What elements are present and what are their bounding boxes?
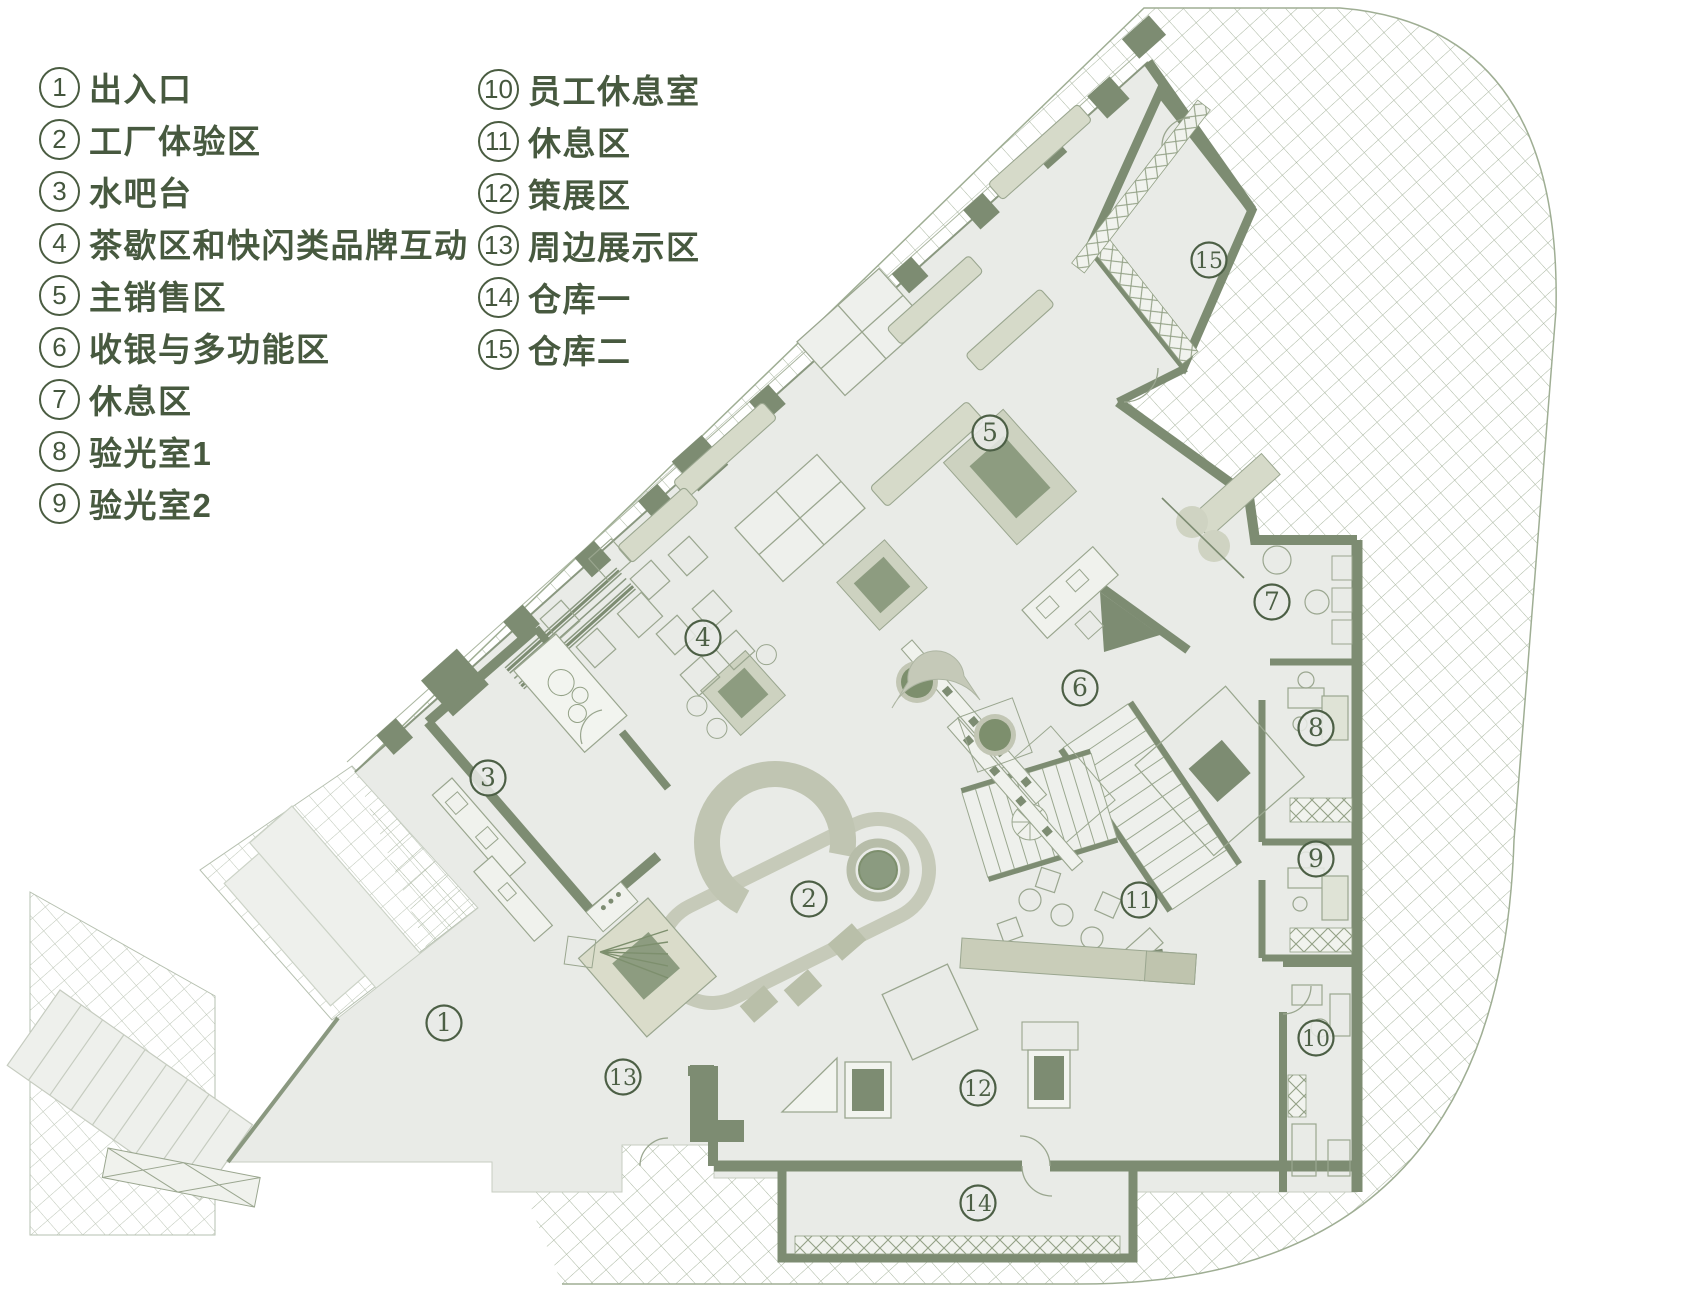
plan-marker-13: 13 bbox=[604, 1058, 642, 1096]
svg-text:2: 2 bbox=[801, 884, 817, 913]
svg-text:3: 3 bbox=[480, 763, 496, 792]
plan-marker-8: 8 bbox=[1297, 709, 1335, 747]
legend-label: 策展区 bbox=[528, 177, 632, 214]
svg-text:10: 10 bbox=[1302, 1027, 1330, 1052]
furniture bbox=[431, 104, 1353, 1177]
legend-label: 主销售区 bbox=[89, 279, 227, 316]
svg-text:13: 13 bbox=[609, 1066, 637, 1091]
svg-text:15: 15 bbox=[1195, 249, 1223, 274]
plan-marker-3: 3 bbox=[469, 759, 507, 797]
svg-text:5: 5 bbox=[982, 418, 998, 447]
svg-text:7: 7 bbox=[1264, 587, 1280, 616]
legend-label: 休息区 bbox=[89, 383, 193, 420]
legend-number: 12 bbox=[478, 172, 519, 214]
legend-label: 员工休息室 bbox=[528, 73, 701, 110]
legend-label: 收银与多功能区 bbox=[89, 331, 331, 368]
legend-label: 周边展示区 bbox=[528, 229, 701, 266]
svg-text:8: 8 bbox=[1308, 713, 1324, 742]
legend-label: 工厂体验区 bbox=[89, 123, 262, 160]
legend-number: 6 bbox=[39, 326, 80, 368]
svg-text:6: 6 bbox=[1072, 673, 1088, 702]
plan-marker-15: 15 bbox=[1190, 241, 1228, 279]
legend-number: 13 bbox=[478, 224, 519, 266]
legend-number: 2 bbox=[39, 118, 80, 160]
plan-marker-1: 1 bbox=[425, 1004, 463, 1042]
plan-marker-5: 5 bbox=[971, 414, 1009, 452]
plan-marker-10: 10 bbox=[1297, 1019, 1335, 1057]
legend-label: 仓库一 bbox=[528, 281, 632, 318]
legend-number: 14 bbox=[478, 276, 519, 318]
legend-number: 4 bbox=[39, 222, 80, 264]
legend-number: 15 bbox=[478, 328, 519, 370]
svg-text:11: 11 bbox=[1125, 889, 1153, 914]
legend-label: 仓库二 bbox=[528, 333, 632, 370]
legend-label: 茶歇区和快闪类品牌互动 bbox=[89, 227, 469, 264]
svg-text:1: 1 bbox=[436, 1008, 452, 1037]
legend-label: 出入口 bbox=[89, 71, 193, 108]
legend-number: 9 bbox=[39, 482, 80, 524]
legend-label: 验光室2 bbox=[89, 487, 213, 524]
legend-number: 1 bbox=[39, 66, 80, 108]
svg-text:14: 14 bbox=[964, 1192, 992, 1217]
plan-marker-7: 7 bbox=[1253, 583, 1291, 621]
plan-marker-2: 2 bbox=[790, 880, 828, 918]
legend-number: 7 bbox=[39, 378, 80, 420]
legend-label: 休息区 bbox=[528, 125, 632, 162]
cashier-wall-wedge bbox=[1100, 592, 1160, 652]
exterior-stairs bbox=[6, 989, 254, 1201]
plan-marker-9: 9 bbox=[1297, 840, 1335, 878]
walls bbox=[226, 59, 1363, 1263]
plan-marker-12: 12 bbox=[959, 1069, 997, 1107]
plan-marker-6: 6 bbox=[1061, 669, 1099, 707]
plan-marker-14: 14 bbox=[959, 1184, 997, 1222]
legend-number: 11 bbox=[478, 120, 519, 162]
legend-label: 验光室1 bbox=[89, 435, 213, 472]
storage-bands bbox=[101, 99, 1353, 1255]
door-arcs bbox=[579, 117, 1312, 1197]
legend-number: 5 bbox=[39, 274, 80, 316]
svg-text:4: 4 bbox=[695, 623, 711, 652]
legend-number: 10 bbox=[478, 68, 519, 110]
svg-text:12: 12 bbox=[964, 1077, 992, 1102]
plan-marker-11: 11 bbox=[1120, 881, 1158, 919]
legend-number: 8 bbox=[39, 430, 80, 472]
legend-number: 3 bbox=[39, 170, 80, 212]
svg-text:9: 9 bbox=[1308, 844, 1324, 873]
plan-marker-4: 4 bbox=[684, 619, 722, 657]
legend-label: 水吧台 bbox=[89, 175, 193, 212]
